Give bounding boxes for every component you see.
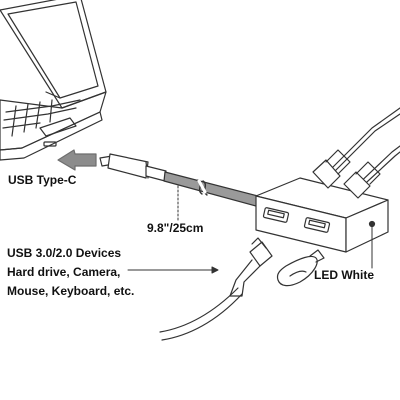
usb-hub-illustration [255,177,389,253]
devices-line-2: Hard drive, Camera, [7,265,121,279]
hub-top-cables [312,107,400,199]
cable-length-label: 9.8"/25cm [147,221,204,235]
leader-lines [127,185,373,274]
devices-line-3: Mouse, Keyboard, etc. [7,284,135,298]
usb-type-c-label: USB Type-C [8,173,77,187]
laptop-illustration [0,0,107,161]
usb-devices [159,237,325,341]
led-indicator-label: LED White [314,268,374,282]
insert-arrow [57,149,97,171]
supported-devices-label: USB 3.0/2.0 Devices Hard drive, Camera, … [7,246,134,303]
usb-c-cable [99,153,259,207]
devices-line-1: USB 3.0/2.0 Devices [7,246,122,260]
